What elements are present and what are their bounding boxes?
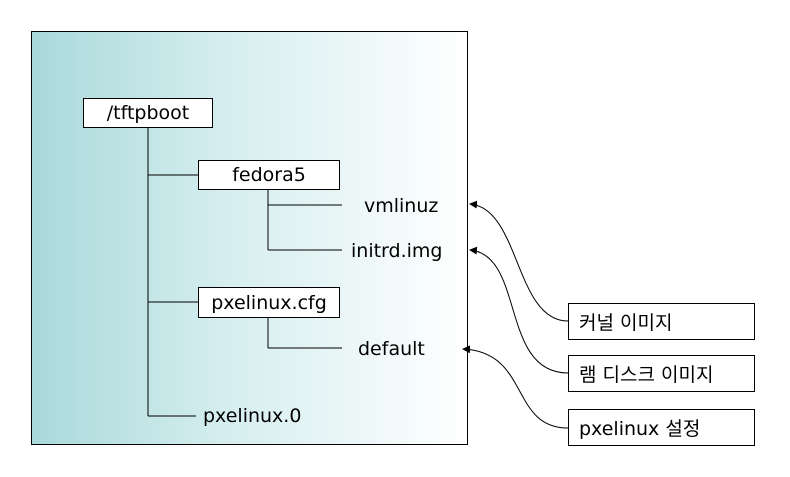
ramdisk-image-label-box: 램 디스크 이미지	[568, 355, 755, 392]
pxelinux-config-label: pxelinux 설정	[579, 418, 701, 440]
default-file: default	[358, 338, 425, 360]
tftpboot-root-label: /tftpboot	[106, 102, 190, 124]
ramdisk-image-label: 램 디스크 이미지	[579, 364, 714, 386]
fedora5-dir-label: fedora5	[232, 164, 306, 186]
initrd-file: initrd.img	[351, 240, 443, 262]
kernel-arrow	[469, 200, 569, 322]
pxelinux-cfg-dir-label: pxelinux.cfg	[211, 291, 327, 314]
tftpboot-root-box: /tftpboot	[83, 98, 213, 128]
pxelinux0-file: pxelinux.0	[203, 405, 302, 427]
fedora5-dir-box: fedora5	[198, 160, 340, 190]
ramdisk-arrow	[469, 246, 569, 374]
pxelinux-cfg-dir-box: pxelinux.cfg	[198, 287, 340, 318]
vmlinuz-file: vmlinuz	[364, 195, 439, 217]
kernel-image-label: 커널 이미지	[579, 312, 673, 334]
kernel-image-label-box: 커널 이미지	[568, 303, 755, 340]
config-arrow	[462, 345, 569, 429]
pxelinux-config-label-box: pxelinux 설정	[568, 409, 755, 446]
